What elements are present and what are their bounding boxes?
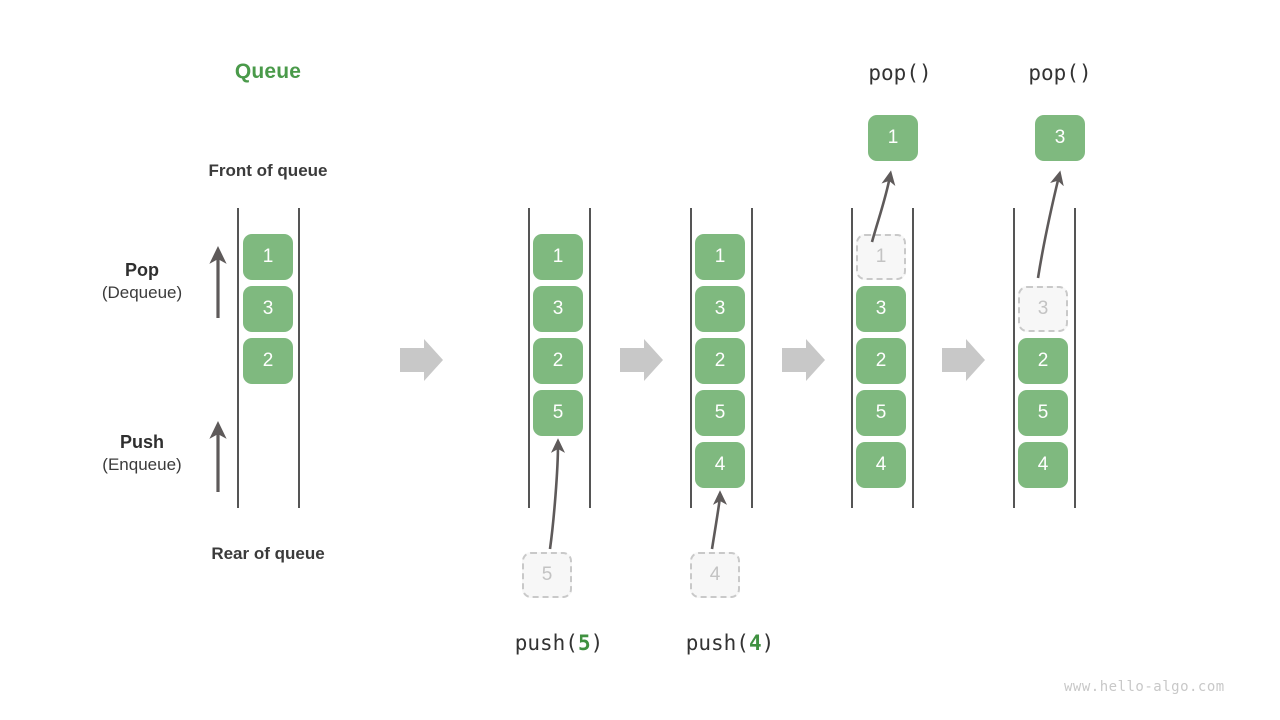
queue-rail-right (751, 208, 753, 508)
flow-arrow-3 (782, 339, 825, 381)
queue-element: 4 (1018, 442, 1068, 488)
caption-prefix: push( (514, 631, 578, 655)
watermark: www.hello-algo.com (1064, 679, 1225, 695)
pop-operation-subtitle: (Dequeue) (101, 283, 183, 303)
rear-of-queue-label: Rear of queue (211, 544, 325, 563)
queue-rail-left (528, 208, 530, 508)
pop-operation-title: Pop (125, 260, 159, 280)
stage-caption-pop-3: pop() (1028, 61, 1092, 85)
caption-argument: 5 (577, 631, 591, 655)
push-4-incoming-arrow (710, 490, 728, 550)
pop-operation-label: Pop (Dequeue) (62, 258, 222, 305)
queue-element: 5 (1018, 390, 1068, 436)
page-title: Queue (234, 60, 302, 83)
queue-element: 3 (533, 286, 583, 332)
queue-rail-left (237, 208, 239, 508)
stage-caption-pop-1: pop() (868, 61, 932, 85)
queue-element: 2 (856, 338, 906, 384)
queue-element: 5 (533, 390, 583, 436)
queue-element: 2 (243, 338, 293, 384)
queue-element: 1 (695, 234, 745, 280)
queue-element: 5 (695, 390, 745, 436)
queue-rail-right (298, 208, 300, 508)
push-operation-title: Push (119, 432, 164, 452)
flow-arrow-4 (942, 339, 985, 381)
queue-element: 2 (533, 338, 583, 384)
front-of-queue-label: Front of queue (208, 161, 328, 180)
incoming-element-ghost: 5 (522, 552, 572, 598)
incoming-element-ghost: 4 (690, 552, 740, 598)
caption-argument: 4 (748, 631, 762, 655)
queue-rail-left (690, 208, 692, 508)
queue-element: 4 (856, 442, 906, 488)
queue-element: 3 (856, 286, 906, 332)
flow-arrow-1 (400, 339, 443, 381)
queue-element-ghost: 3 (1018, 286, 1068, 332)
queue-element: 1 (243, 234, 293, 280)
pop-1-outgoing-arrow (870, 170, 896, 243)
queue-element: 2 (695, 338, 745, 384)
queue-element: 3 (243, 286, 293, 332)
queue-element: 2 (1018, 338, 1068, 384)
queue-rail-left (1013, 208, 1015, 508)
pop-3-outgoing-arrow (1036, 170, 1064, 279)
queue-rail-right (589, 208, 591, 508)
stage-caption-push-4: push(4) (630, 631, 830, 655)
queue-rail-right (912, 208, 914, 508)
caption-prefix: push( (685, 631, 749, 655)
popped-element: 1 (868, 115, 918, 161)
caption-suffix: ) (761, 631, 775, 655)
push-operation-subtitle: (Enqueue) (102, 455, 182, 475)
flow-arrow-2 (620, 339, 663, 381)
queue-element: 3 (695, 286, 745, 332)
queue-element: 4 (695, 442, 745, 488)
queue-element-ghost: 1 (856, 234, 906, 280)
queue-element: 1 (533, 234, 583, 280)
stage-caption-push-5: push(5) (459, 631, 659, 655)
queue-element: 5 (856, 390, 906, 436)
push-operation-label: Push (Enqueue) (62, 430, 222, 477)
queue-rail-left (851, 208, 853, 508)
popped-element: 3 (1035, 115, 1085, 161)
push-5-incoming-arrow (548, 438, 566, 550)
queue-rail-right (1074, 208, 1076, 508)
caption-suffix: ) (590, 631, 604, 655)
